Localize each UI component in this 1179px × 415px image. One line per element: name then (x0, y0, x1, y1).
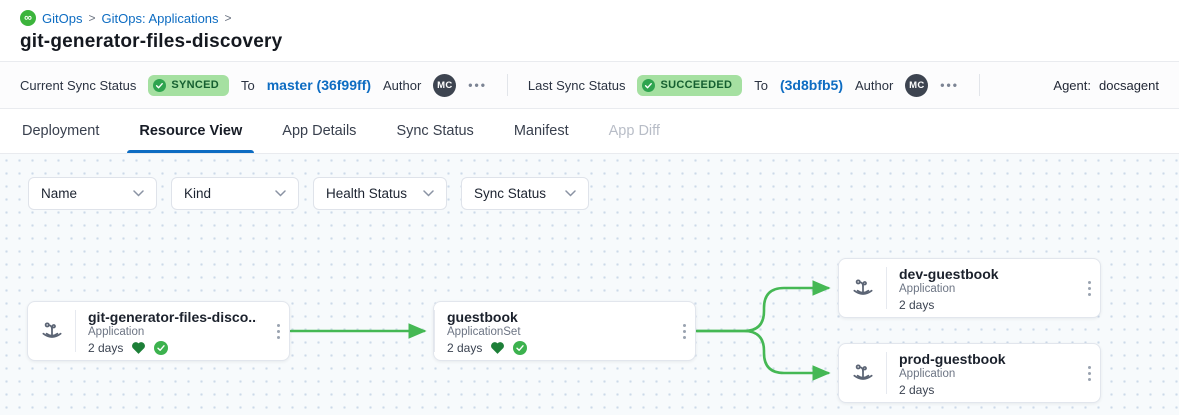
node-icon-column (28, 302, 75, 360)
filter-health-status-label: Health Status (326, 186, 408, 201)
node-age: 2 days (899, 298, 935, 312)
chevron-down-icon (275, 190, 286, 197)
last-commit-link[interactable]: (3d8bfb5) (779, 77, 843, 93)
node-age: 2 days (447, 341, 483, 355)
edge-appset-to-dev (695, 280, 831, 333)
node-body: dev-guestbook Application 2 days (887, 259, 1078, 317)
chevron-down-icon (133, 190, 144, 197)
filter-sync-status-label: Sync Status (474, 186, 547, 201)
tab-sync-status[interactable]: Sync Status (396, 123, 474, 139)
node-age: 2 days (88, 341, 124, 355)
filter-kind-label: Kind (184, 186, 212, 201)
succeeded-status-badge: SUCCEEDED (637, 74, 743, 96)
node-icon-column (839, 344, 886, 402)
application-icon (852, 364, 873, 380)
current-sync-status-group: Current Sync Status SYNCED To master (36… (20, 73, 487, 97)
gitops-logo-icon: ∞ (20, 10, 36, 26)
filter-name-dropdown[interactable]: Name (28, 177, 157, 210)
agent-label: Agent: (1053, 77, 1091, 93)
application-icon (852, 279, 873, 295)
page-title: git-generator-files-discovery (20, 31, 283, 52)
filter-name-label: Name (41, 186, 78, 201)
author-label: Author (382, 77, 422, 93)
node-kebab-menu[interactable] (1078, 259, 1100, 317)
current-commit-link[interactable]: master (36f99ff) (266, 77, 371, 93)
node-divider (75, 310, 76, 352)
node-divider (434, 310, 435, 352)
to-label: To (240, 77, 255, 93)
tab-app-details[interactable]: App Details (282, 123, 357, 139)
node-kind: Application (899, 368, 956, 380)
breadcrumb-separator: > (224, 11, 232, 25)
node-prod-guestbook[interactable]: prod-guestbook Application 2 days (838, 343, 1101, 403)
node-kebab-menu[interactable] (673, 302, 695, 360)
status-bar: Current Sync Status SYNCED To master (36… (0, 62, 1179, 109)
last-sync-status-group: Last Sync Status SUCCEEDED To (3d8bfb5) … (527, 73, 959, 97)
node-title: dev-guestbook (899, 266, 999, 282)
last-sync-status-label: Last Sync Status (527, 77, 626, 93)
synced-status-badge: SYNCED (148, 74, 229, 96)
edge-appset-to-prod (695, 329, 831, 381)
node-kebab-menu[interactable] (1078, 344, 1100, 402)
node-body: guestbook ApplicationSet 2 days (435, 302, 673, 360)
node-title: guestbook (447, 309, 518, 325)
tab-bar: Deployment Resource View App Details Syn… (0, 109, 1179, 154)
node-body: git-generator-files-disco... Application… (76, 302, 267, 360)
tab-resource-view[interactable]: Resource View (127, 109, 255, 153)
node-divider (886, 352, 887, 394)
filter-kind-dropdown[interactable]: Kind (171, 177, 299, 210)
breadcrumb: ∞ GitOps > GitOps: Applications > (20, 10, 1159, 26)
filter-health-status-dropdown[interactable]: Health Status (313, 177, 447, 210)
statusbar-divider (978, 74, 980, 96)
breadcrumb-separator: > (88, 11, 96, 25)
breadcrumb-link-gitops[interactable]: GitOps (42, 10, 83, 26)
node-dev-guestbook[interactable]: dev-guestbook Application 2 days (838, 258, 1101, 318)
health-heart-icon (132, 342, 146, 354)
statusbar-divider (506, 74, 508, 96)
last-author-avatar: MC (905, 73, 929, 97)
check-circle-icon (153, 78, 167, 92)
node-guestbook[interactable]: guestbook ApplicationSet 2 days (433, 301, 696, 361)
resource-graph-canvas: Name Kind Health Status Sync Status git-… (0, 154, 1179, 415)
filter-bar: Name Kind Health Status Sync Status (28, 177, 589, 210)
current-author-avatar: MC (433, 73, 457, 97)
node-icon-column (839, 259, 886, 317)
filter-sync-status-dropdown[interactable]: Sync Status (461, 177, 589, 210)
node-title: prod-guestbook (899, 351, 1006, 367)
synced-check-icon (513, 341, 528, 355)
chevron-down-icon (565, 190, 576, 197)
last-more-button[interactable]: ••• (940, 78, 959, 92)
page-header: ∞ GitOps > GitOps: Applications > git-ge… (0, 0, 1179, 62)
agent-value: docsagent (1099, 77, 1159, 93)
health-heart-icon (491, 342, 505, 354)
tab-manifest[interactable]: Manifest (513, 123, 569, 139)
graph-edges (289, 280, 831, 381)
node-body: prod-guestbook Application 2 days (887, 344, 1078, 402)
node-kind: Application (899, 283, 956, 295)
synced-badge-label: SYNCED (171, 79, 219, 91)
check-circle-icon (642, 78, 656, 92)
synced-check-icon (154, 341, 169, 355)
breadcrumb-link-applications[interactable]: GitOps: Applications (101, 10, 219, 26)
node-kind: Application (88, 326, 145, 338)
node-age: 2 days (899, 383, 935, 397)
current-sync-status-label: Current Sync Status (20, 77, 137, 93)
node-kebab-menu[interactable] (267, 302, 289, 360)
chevron-down-icon (423, 190, 434, 197)
tab-deployment[interactable]: Deployment (22, 123, 100, 139)
agent-info: Agent: docsagent (1053, 78, 1159, 93)
node-kind: ApplicationSet (447, 326, 521, 338)
node-git-generator-files-discovery[interactable]: git-generator-files-disco... Application… (27, 301, 290, 361)
succeeded-badge-label: SUCCEEDED (660, 79, 733, 91)
node-title: git-generator-files-disco... (88, 309, 257, 325)
node-divider (886, 267, 887, 309)
tab-app-diff[interactable]: App Diff (608, 123, 660, 139)
current-more-button[interactable]: ••• (468, 78, 487, 92)
author-label: Author (854, 77, 894, 93)
application-icon (41, 322, 62, 338)
to-label: To (754, 77, 768, 93)
